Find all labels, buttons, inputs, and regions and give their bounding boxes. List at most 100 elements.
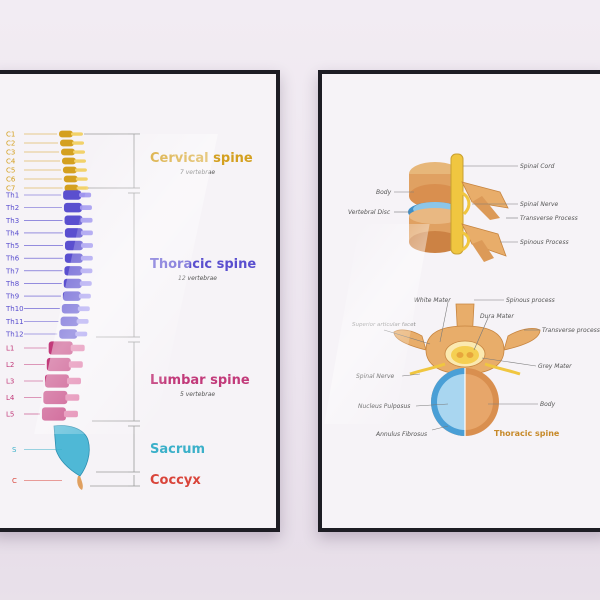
vertebra-l2 [46,357,71,372]
label-spinal-cord: Spinal Cord [520,163,555,170]
vertebra-c6 [63,175,78,183]
vertebra-label-l2: L2 [6,361,14,369]
vertebra-label-th8: Th8 [5,280,19,288]
lumbar-subtitle: 5 vertebrae [180,391,215,398]
vertebra-poster: Spinal Cord Body Spinal Nerve Vertebral … [348,153,600,438]
label-white-mater: White Mater [414,297,451,304]
spine-illustration [41,130,93,490]
vertebra-process-th2 [79,205,92,211]
vertebra-th1 [63,190,82,200]
label-superior-articular-facet: Superior articular facet [352,322,416,328]
vertebra-th9 [62,291,81,301]
vertebra-l4 [43,390,68,405]
vertebra-labels: C1C2C3C4C5C6C7Th1Th2Th3Th4Th5Th6Th7Th8Th… [5,131,63,485]
label-body-bottom: Body [540,401,556,408]
vertebra-label-th10: Th10 [5,305,24,313]
vertebra-th7 [64,266,83,276]
coccyx-title: Coccyx [150,473,201,488]
label-grey-mater: Grey Mater [538,363,572,370]
vertebra-process-th4 [80,230,93,236]
vertebra-cross-section-illustration [393,303,541,436]
vertebra-process-th7 [80,268,93,274]
label-dura-mater: Dura Mater [480,313,514,320]
vertebra-label-th6: Th6 [5,255,20,263]
vertebra-label-c2: C2 [6,140,15,148]
sacrum-short-label: S [12,446,17,454]
vertebra-l3 [44,374,69,388]
vertebra-process-th5 [80,243,93,248]
label-transverse-process-bottom: Transverse process [542,327,600,334]
vertebra-th10 [61,303,80,314]
vertebra-label-th7: Th7 [5,267,19,275]
label-transverse-process-top: Transverse Process [520,215,578,222]
vertebra-segment-illustration [408,153,509,262]
vertebra-process-l2 [68,361,83,368]
vertebra-process-l4 [65,394,80,401]
vertebra-label-c1: C1 [6,131,15,139]
vertebra-process-l3 [66,377,81,385]
vertebra-th2 [63,202,82,213]
sacrum-bone [53,425,90,477]
vertebra-process-c1 [71,132,83,136]
vertebra-th3 [64,215,83,226]
label-vertebral-disc: Vertebral Disc [348,209,391,216]
vertebra-label-th11: Th11 [5,318,24,326]
vertebra-label-l4: L4 [6,394,15,402]
vertebra-process-th12 [75,331,88,337]
vertebra-process-th3 [80,217,93,223]
label-body-top: Body [376,189,392,196]
label-annulus-fibrosus: Annulus Fibrosus [375,431,427,438]
vertebra-process-c5 [74,168,87,172]
vertebra-label-l5: L5 [6,411,14,419]
label-spinal-nerve-top: Spinal Nerve [520,201,559,208]
vertebra-process-th10 [77,306,90,312]
vertebra-process-c2 [72,141,85,145]
vertebra-process-l5 [63,410,78,418]
thoracic-title: Thoracic spine [150,257,256,272]
label-spinal-nerve-bottom: Spinal Nerve [356,373,395,380]
vertebra-process-c4 [74,159,87,163]
vertebra-poster-frame: Spinal Cord Body Spinal Nerve Vertebral … [318,70,600,532]
vertebra-label-th3: Th3 [5,217,19,225]
vertebra-th8 [63,278,82,289]
vertebra-label-c3: C3 [6,149,15,157]
cross-section-caption: Thoracic spine [494,429,560,438]
vertebra-th12 [59,329,78,339]
vertebra-label-th1: Th1 [5,192,19,200]
floor [0,538,600,600]
vertebra-c2 [60,139,75,147]
vertebra-label-th4: Th4 [5,229,20,237]
vertebra-label-l3: L3 [6,378,14,386]
vertebra-c1 [59,130,73,138]
vertebra-process-th9 [78,293,91,299]
coccyx-short-label: C [12,477,17,485]
vertebra-process-c3 [73,150,86,154]
vertebra-th6 [64,253,83,263]
vertebra-c7 [64,184,79,192]
vertebra-label-c5: C5 [6,167,15,175]
label-spinous-process-bottom: Spinous process [506,297,555,304]
spine-poster: C1C2C3C4C5C6C7Th1Th2Th3Th4Th5Th6Th7Th8Th… [5,130,256,490]
vertebra-label-th5: Th5 [5,242,19,250]
vertebra-th5 [64,240,83,251]
vertebra-label-c6: C6 [6,176,16,184]
lumbar-title: Lumbar spine [150,373,250,388]
vertebra-l1 [48,341,73,355]
coccyx-bone [77,476,83,490]
vertebra-process-c6 [75,177,88,181]
section-brackets [84,133,140,487]
vertebra-th4 [64,228,83,238]
vertebra-label-c7: C7 [6,185,15,193]
bottom-leader-lines [383,299,540,431]
vertebra-process-l1 [70,344,85,352]
vertebra-process-th1 [79,192,92,198]
vertebra-process-th8 [79,281,92,286]
cervical-title: Cervical spine [150,151,253,166]
thoracic-subtitle: 12 vertebrae [178,275,217,282]
vertebra-process-th11 [76,318,89,324]
vertebra-process-th6 [80,255,93,261]
cervical-subtitle: 7 vertebrae [180,169,215,176]
vertebra-process-c7 [76,186,89,190]
vertebra-l5 [41,407,66,421]
